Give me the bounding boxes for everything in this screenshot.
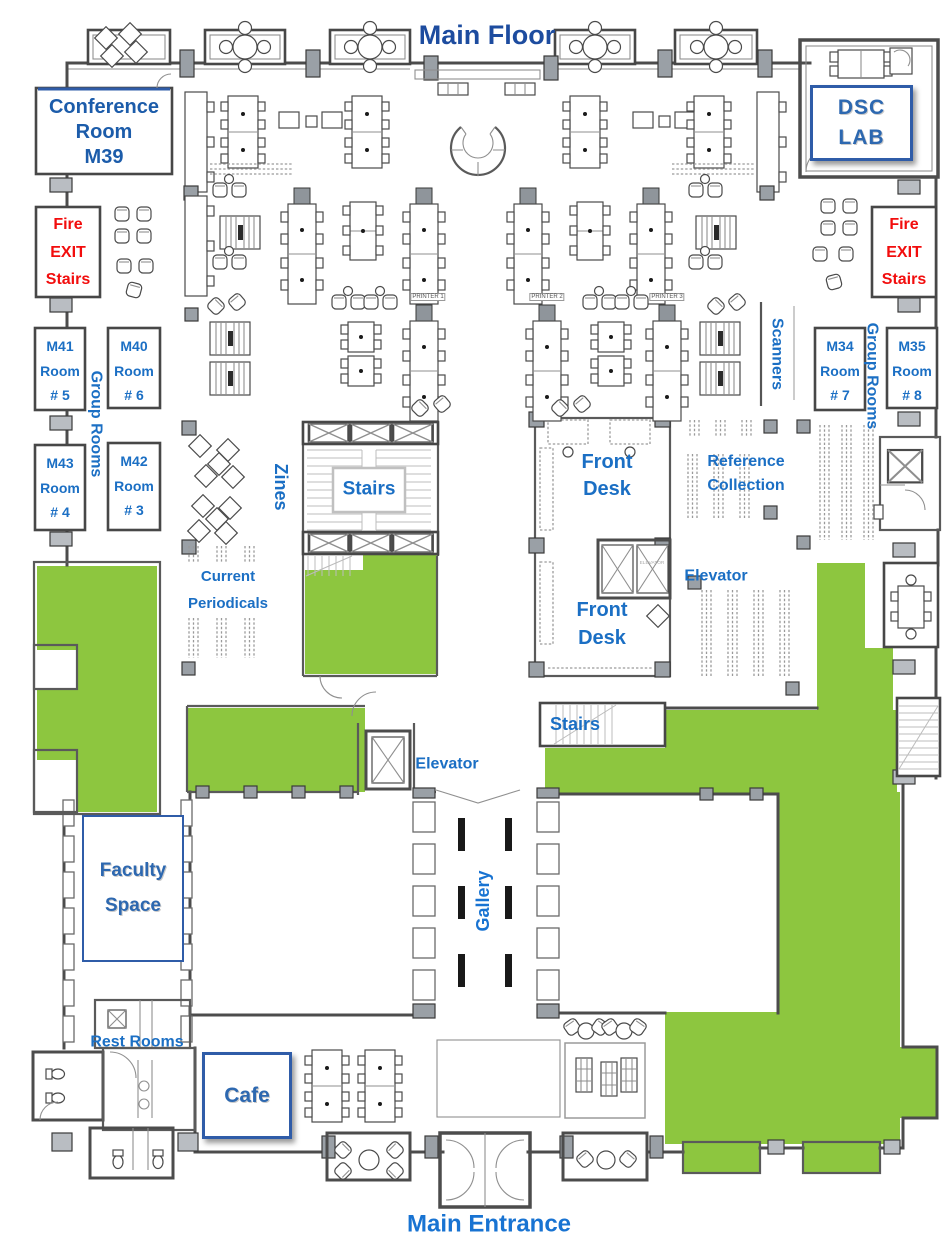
stairs-upper-icon [301,420,440,577]
faculty-space-line2: Space [105,895,161,916]
label-stairs-south: Stairs [549,714,601,735]
south-alcoves [325,1131,649,1182]
label-elevator-south: Elevator [415,755,479,773]
dsc-lab-line1: DSC [837,96,886,119]
dsc-lab-line2: LAB [838,126,885,149]
highlight-green-zones [37,548,937,1173]
stairs-se-icon [895,696,942,778]
front-desk-room [528,397,678,678]
label-printer-1: PRINTER 1 [410,293,446,301]
label-scanners: Scanners [768,317,786,391]
label-group-rooms-right: Group Rooms [863,322,881,430]
label-rest-rooms: Rest Rooms [90,1033,184,1051]
stairs-south-icon [538,701,667,748]
label-main-entrance: Main Entrance [406,1210,572,1238]
label-printer-3: PRINTER 3 [649,293,685,301]
label-elevator-shaft: ELEVATOR [639,560,665,566]
label-stairs-upper: Stairs [342,478,396,500]
label-zines: Zines [270,463,291,511]
label-gallery: Gallery [473,870,494,932]
page-title-main-floor: Main Floor [418,19,556,50]
cafe-label: Cafe [224,1083,270,1107]
elevator-south-icon [351,691,416,795]
faculty-space-box: Faculty Space [82,815,184,962]
label-printer-2: PRINTER 2 [529,293,565,301]
rooms [31,38,942,1209]
dsc-lab-box: DSC LAB [810,85,913,161]
label-elevator-center: Elevator [684,567,748,585]
meeting-room-east [882,561,940,649]
faculty-space-line1: Faculty [99,860,167,881]
book-racks [181,419,874,696]
main-entrance-vestibule [438,1131,532,1209]
furniture [94,20,858,1123]
label-group-rooms-left: Group Rooms [87,370,105,478]
fire-exit-left-room [34,205,102,299]
gallery-colonnade [412,787,560,1019]
elevator-ne-icon [873,435,942,532]
dsc-lab-room [798,38,940,179]
cafe-box: Cafe [202,1052,292,1139]
fire-exit-right-room [870,205,938,299]
conference-room-outline [34,73,174,176]
restrooms [31,998,197,1180]
